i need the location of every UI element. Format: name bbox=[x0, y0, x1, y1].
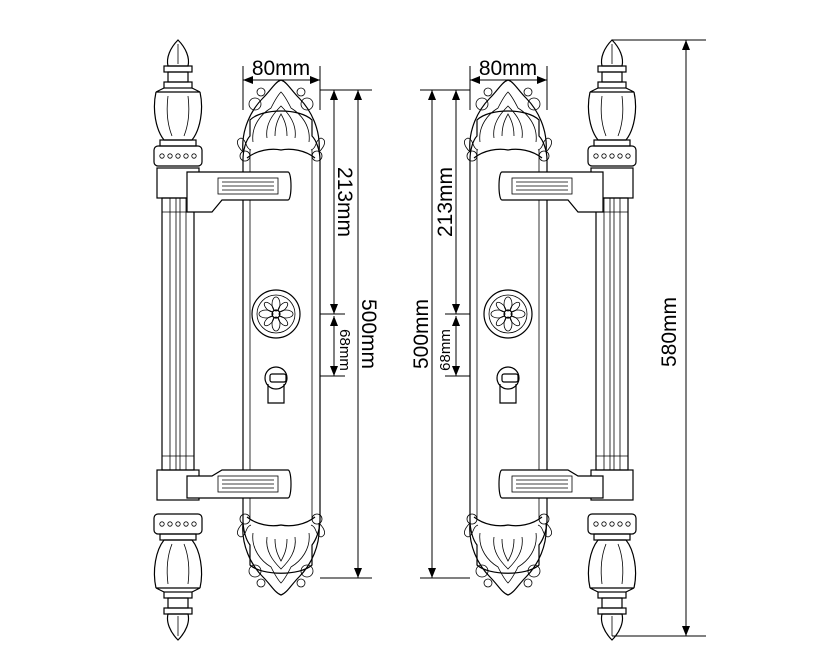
right-lower-dimension: 68mm bbox=[437, 316, 470, 377]
right-lower-label: 68mm bbox=[437, 329, 454, 371]
right-total-dimension: 580mm bbox=[612, 39, 706, 637]
left-upper-label: 213mm bbox=[333, 167, 356, 237]
right-width-dimension: 80mm bbox=[469, 57, 548, 110]
left-door-handle bbox=[153, 39, 326, 641]
left-lower-label: 68mm bbox=[336, 329, 353, 371]
right-upper-label: 213mm bbox=[434, 167, 457, 237]
left-plate-dimension: 500mm bbox=[320, 90, 380, 579]
left-width-dimension: 80mm bbox=[242, 57, 321, 110]
left-width-label: 80mm bbox=[252, 57, 310, 80]
left-plate-label: 500mm bbox=[357, 299, 380, 369]
left-upper-dimension: 213mm bbox=[320, 89, 372, 315]
right-door-handle bbox=[463, 39, 637, 641]
right-width-label: 80mm bbox=[479, 57, 537, 80]
right-plate-label: 500mm bbox=[410, 299, 433, 369]
right-plate-dimension: 500mm bbox=[410, 90, 470, 579]
right-upper-dimension: 213mm bbox=[420, 89, 470, 315]
right-total-label: 580mm bbox=[658, 297, 681, 367]
left-lower-dimension: 68mm bbox=[320, 316, 353, 377]
